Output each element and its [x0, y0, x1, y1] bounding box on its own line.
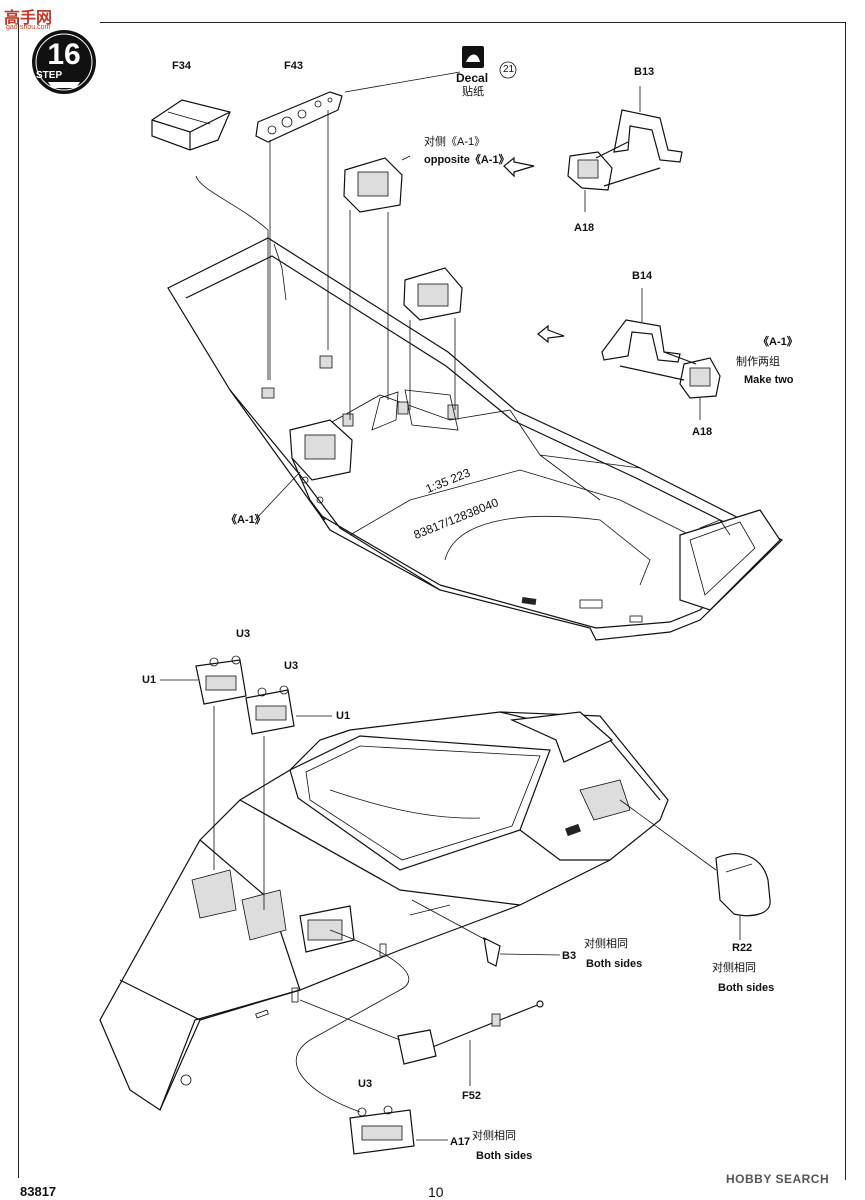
a17-part — [295, 929, 415, 1155]
decal-label-cn: 贴纸 — [462, 86, 484, 98]
b3-part — [411, 899, 561, 967]
f52-rod-part — [299, 999, 544, 1086]
label-opposite-en: opposite《A-1》 — [424, 154, 510, 166]
decal-number: 21 — [503, 64, 515, 75]
a1-mount-floating-lower — [403, 267, 463, 410]
frame-border-left — [18, 18, 19, 1178]
brand-logo: 高手网 — [4, 10, 53, 27]
label-a18-top: A18 — [574, 222, 595, 234]
step-number: 16 — [47, 38, 81, 71]
direction-arrows — [503, 156, 565, 344]
a1-mount-floating-upper — [343, 155, 411, 420]
label-u1-b: U1 — [336, 710, 351, 722]
footer-page-number: 10 — [428, 1184, 444, 1200]
label-a1-make: 《A-1》 — [758, 336, 798, 348]
label-r22: R22 — [732, 942, 753, 954]
label-a18-mid: A18 — [692, 426, 713, 438]
label-a1-ref: 《A-1》 — [226, 514, 266, 526]
footer-product-code: 83817 — [20, 1184, 57, 1199]
label-f34: F34 — [172, 60, 191, 72]
r22-hatch-part — [619, 799, 771, 940]
label-f43: F43 — [284, 60, 303, 72]
frame-border-top — [100, 22, 845, 23]
label-a17-en: Both sides — [476, 1150, 533, 1162]
b14-a18-subassembly — [601, 288, 721, 420]
frame-border-right — [845, 22, 846, 1180]
label-make-two-en: Make two — [744, 374, 794, 386]
label-r22-en: Both sides — [718, 982, 775, 994]
label-b3: B3 — [562, 950, 577, 962]
u1-part-b — [245, 685, 295, 910]
step-badge: 16 STEP — [32, 32, 96, 96]
label-make-two-cn: 制作两组 — [736, 356, 780, 368]
label-a17: A17 — [450, 1136, 471, 1148]
step-word: STEP — [36, 70, 63, 81]
f34-box-part — [151, 99, 269, 380]
leader-lines — [160, 679, 448, 1141]
decal-label: Decal — [456, 71, 489, 85]
label-a17-cn: 对侧相同 — [472, 1130, 516, 1142]
a1-leader-line — [254, 471, 301, 521]
label-f52: F52 — [462, 1090, 481, 1102]
upper-hull-interior — [167, 237, 784, 641]
label-b3-cn: 对侧相同 — [584, 938, 628, 950]
brand-subtitle: gao-shou.com — [6, 24, 51, 31]
label-u3-b: U3 — [284, 660, 299, 672]
b13-a18-subassembly — [567, 86, 683, 212]
lower-hull-exterior — [99, 711, 669, 1111]
label-u3-c: U3 — [358, 1078, 373, 1090]
decal-icon — [462, 46, 517, 79]
label-u1-a: U1 — [142, 674, 157, 686]
label-u3-a: U3 — [236, 628, 251, 640]
label-opposite-cn: 对侧《A-1》 — [424, 136, 486, 148]
u1-part-a — [195, 655, 247, 870]
label-b3-en: Both sides — [586, 958, 643, 970]
f43-plate-part — [255, 71, 461, 380]
watermark: HOBBY SEARCH — [726, 1172, 830, 1186]
label-r22-cn: 对侧相同 — [712, 962, 756, 974]
label-b14: B14 — [632, 270, 653, 282]
step-badge-graphic — [32, 30, 96, 94]
label-b13: B13 — [634, 66, 655, 78]
a1-mount-installed — [289, 419, 353, 521]
